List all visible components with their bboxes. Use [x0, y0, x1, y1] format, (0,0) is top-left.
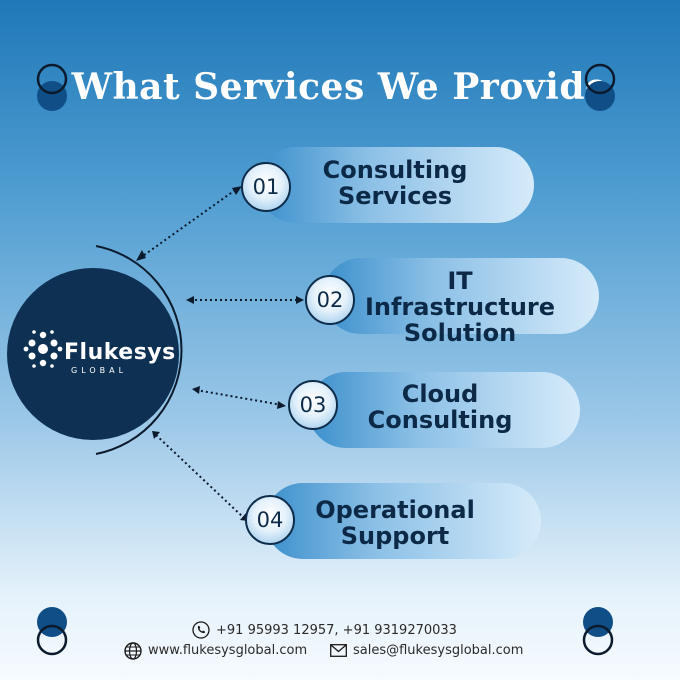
page-title: What Services We Provide	[71, 66, 609, 108]
service-label-3-line1: Cloud	[401, 380, 479, 408]
website-link[interactable]: www.flukesysglobal.com	[148, 643, 308, 658]
service-pill-2	[323, 258, 599, 334]
service-number-2: 02	[305, 275, 355, 325]
service-number-1: 01	[241, 162, 291, 212]
service-label-4-line1: Operational	[315, 496, 475, 524]
decor-circles-bottom-left	[36, 607, 68, 656]
phone-icon	[192, 621, 210, 639]
service-label-1-line2: Services	[337, 182, 453, 210]
service-label-2-line2: Solution	[403, 319, 517, 347]
service-label-1: Consulting Services	[300, 157, 490, 209]
brand-logo-circle	[7, 268, 179, 440]
service-pill-3	[308, 372, 580, 448]
mail-icon	[330, 644, 347, 657]
service-label-4: Operational Support	[300, 497, 490, 549]
phone-numbers: +91 95993 12957, +91 9319270033	[216, 623, 457, 638]
globe-icon	[124, 642, 142, 660]
service-number-3: 03	[288, 380, 338, 430]
service-pill-1	[258, 147, 534, 223]
service-label-2-line1: IT Infrastructure	[364, 267, 556, 321]
service-number-4: 04	[245, 495, 295, 545]
service-label-3: Cloud Consulting	[345, 381, 535, 433]
decor-circles-bottom-right	[582, 607, 614, 656]
brand-tagline: GLOBAL	[71, 366, 128, 375]
service-label-2: IT Infrastructure Solution	[350, 268, 570, 346]
service-label-4-line2: Support	[340, 522, 450, 550]
decor-circles-top-right	[584, 63, 616, 111]
service-pill-4	[265, 483, 541, 559]
decor-circles-top-left	[36, 63, 68, 111]
service-label-1-line1: Consulting	[322, 156, 468, 184]
brand-name: Flukesys	[64, 340, 176, 365]
service-label-3-line2: Consulting	[367, 406, 513, 434]
email-link[interactable]: sales@flukesysglobal.com	[353, 643, 524, 658]
globe-dots-logo-icon	[23, 330, 63, 368]
